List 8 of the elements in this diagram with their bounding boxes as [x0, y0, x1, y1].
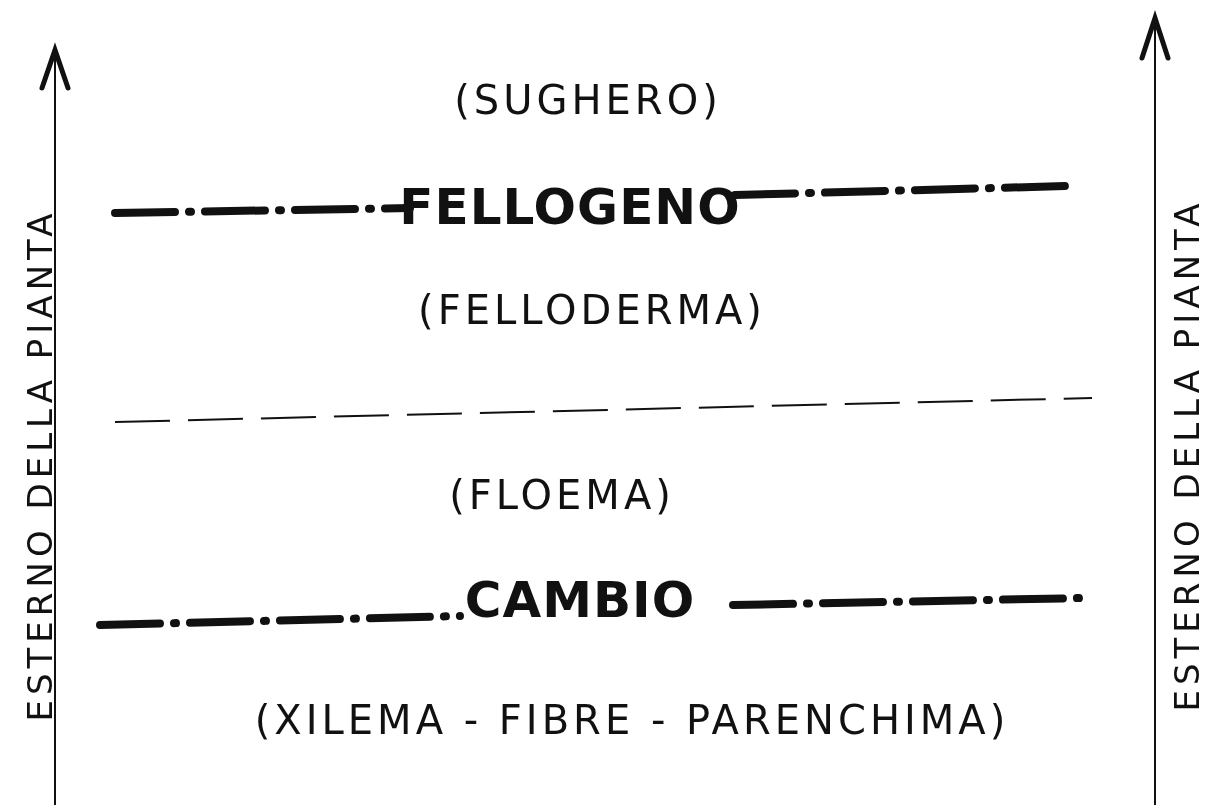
axis-label: ESTERNO DELLA PIANTA [23, 208, 57, 722]
axis-label: ESTERNO DELLA PIANTA [1170, 198, 1204, 712]
meristem-label: CAMBIO [464, 575, 696, 625]
layer-label: (XILEMA - FIBRE - PARENCHIMA) [254, 700, 1010, 740]
layer-label: (FLOEMA) [449, 475, 675, 515]
layer-label: (FELLODERMA) [418, 290, 766, 330]
meristem-label: FELLOGENO [399, 182, 741, 232]
layer-label: (SUGHERO) [454, 80, 722, 120]
